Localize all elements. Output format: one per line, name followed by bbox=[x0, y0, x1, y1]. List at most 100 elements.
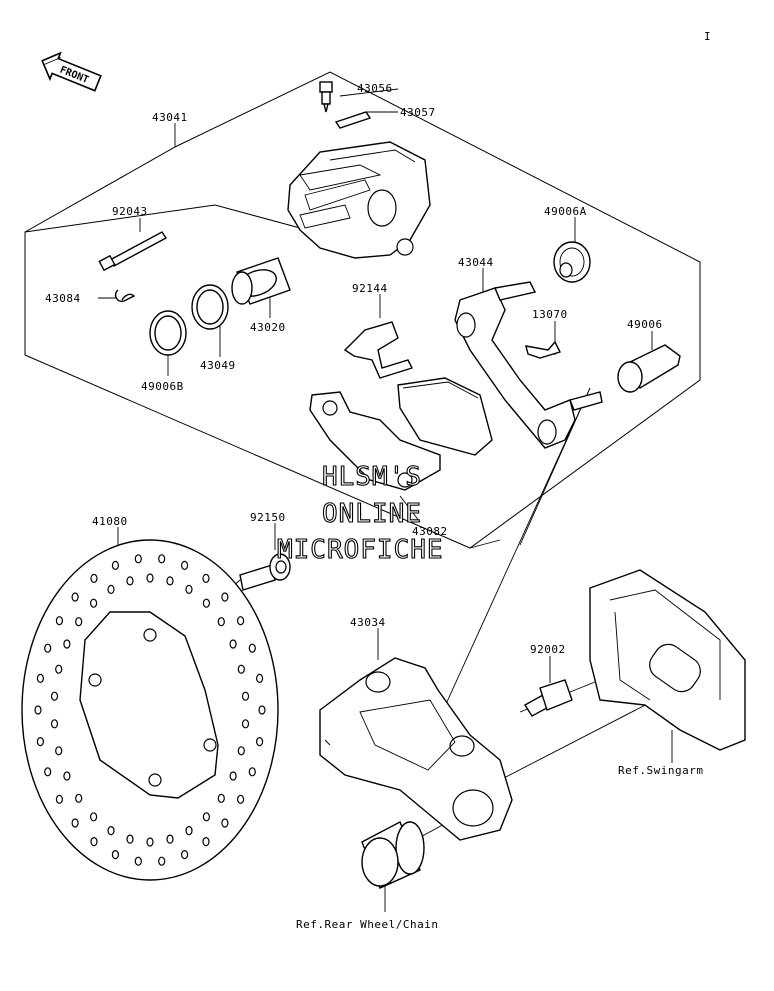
disc-drill-hole bbox=[126, 576, 134, 586]
pin-boot-part bbox=[617, 344, 681, 393]
caliper-bracket-part bbox=[454, 281, 603, 449]
disc-drill-hole bbox=[237, 794, 245, 804]
bracket-clip-part bbox=[525, 340, 561, 359]
ref-rear-wheel-label[interactable]: Ref.Rear Wheel/Chain bbox=[296, 918, 438, 931]
disc-drill-hole bbox=[55, 616, 64, 626]
disc-drill-hole bbox=[63, 771, 71, 781]
callout-49006A[interactable]: 49006A bbox=[544, 205, 587, 218]
disc-drill-hole bbox=[146, 573, 154, 583]
piston-part bbox=[231, 257, 291, 305]
callout-49006[interactable]: 49006 bbox=[627, 318, 663, 331]
bleeder-valve-part bbox=[319, 81, 333, 113]
disc-drill-hole bbox=[237, 746, 245, 756]
disc-drill-hole bbox=[258, 705, 266, 715]
disc-drill-hole bbox=[181, 560, 189, 571]
wheel-collar-part bbox=[361, 821, 425, 889]
brake-disc-part bbox=[21, 539, 279, 881]
disc-drill-hole bbox=[90, 836, 98, 847]
callout-13070[interactable]: 13070 bbox=[532, 308, 568, 321]
callout-49006B[interactable]: 49006B bbox=[141, 380, 184, 393]
callout-43034[interactable]: 43034 bbox=[350, 616, 386, 629]
disc-drill-hole bbox=[221, 818, 229, 828]
disc-drill-hole bbox=[71, 592, 79, 602]
disc-drill-hole bbox=[36, 673, 45, 684]
disc-drill-hole bbox=[202, 836, 210, 847]
disc-drill-hole bbox=[44, 767, 52, 777]
disc-drill-hole bbox=[89, 812, 98, 822]
disc-drill-holes bbox=[34, 554, 266, 866]
disc-drill-hole bbox=[217, 617, 225, 627]
caliper-carrier-part bbox=[319, 657, 513, 841]
carrier-bolt-part bbox=[524, 679, 573, 717]
disc-drill-hole bbox=[158, 856, 166, 866]
disc-drill-hole bbox=[185, 584, 193, 595]
watermark-line-3: MICROFICHE bbox=[277, 535, 444, 565]
disc-drill-hole bbox=[166, 834, 174, 844]
front-arrow-icon: FRONT bbox=[41, 51, 102, 92]
disc-drill-hole bbox=[75, 793, 83, 803]
disc-drill-hole bbox=[36, 736, 45, 747]
disc-drill-hole bbox=[229, 639, 237, 649]
callout-43056[interactable]: 43056 bbox=[357, 82, 393, 95]
disc-drill-hole bbox=[134, 554, 142, 564]
disc-drill-hole bbox=[111, 849, 120, 860]
callout-43041[interactable]: 43041 bbox=[152, 111, 188, 124]
disc-drill-hole bbox=[256, 736, 264, 747]
caliper-body-part bbox=[287, 141, 431, 259]
callout-92144[interactable]: 92144 bbox=[352, 282, 388, 295]
disc-drill-hole bbox=[55, 746, 63, 756]
dust-seal-part bbox=[149, 310, 187, 356]
callout-41080[interactable]: 41080 bbox=[92, 515, 128, 528]
watermark-line-1: HLSM'S bbox=[322, 462, 422, 492]
disc-drill-hole bbox=[217, 793, 225, 803]
piston-seal-part bbox=[191, 284, 229, 330]
disc-drill-hole bbox=[248, 643, 256, 653]
callout-labels: 43041 43056 43057 92043 43084 49006B 430… bbox=[45, 82, 703, 931]
disc-drill-hole bbox=[202, 812, 210, 822]
callout-43049[interactable]: 43049 bbox=[200, 359, 236, 372]
disc-drill-hole bbox=[55, 664, 63, 674]
callout-92043[interactable]: 92043 bbox=[112, 205, 148, 218]
callout-43044[interactable]: 43044 bbox=[458, 256, 494, 269]
callout-43082[interactable]: 43082 bbox=[412, 525, 448, 538]
brake-pads-part bbox=[309, 377, 493, 491]
disc-drill-hole bbox=[55, 794, 64, 804]
disc-drill-hole bbox=[237, 664, 245, 674]
disc-drill-hole bbox=[63, 639, 71, 649]
disc-bolt-part bbox=[239, 553, 291, 591]
watermark: HLSM'S ONLINE MICROFICHE bbox=[276, 461, 444, 565]
callout-92150[interactable]: 92150 bbox=[250, 511, 286, 524]
ref-swingarm-label[interactable]: Ref.Swingarm bbox=[618, 764, 703, 777]
callout-43084[interactable]: 43084 bbox=[45, 292, 81, 305]
disc-drill-hole bbox=[146, 837, 154, 847]
callout-92002[interactable]: 92002 bbox=[530, 643, 566, 656]
disc-drill-hole bbox=[71, 818, 79, 828]
disc-drill-hole bbox=[126, 834, 134, 844]
disc-drill-hole bbox=[256, 673, 264, 684]
watermark-line-2: ONLINE bbox=[322, 499, 422, 529]
disc-drill-hole bbox=[107, 825, 115, 836]
pad-spring-part bbox=[343, 321, 413, 379]
pin-boot-a-part bbox=[553, 241, 591, 283]
disc-drill-hole bbox=[111, 560, 120, 571]
disc-drill-hole bbox=[89, 598, 98, 608]
disc-drill-hole bbox=[229, 771, 237, 781]
bleeder-cap-part bbox=[334, 111, 372, 129]
swingarm-part bbox=[589, 569, 746, 751]
callout-43020[interactable]: 43020 bbox=[250, 321, 286, 334]
disc-drill-hole bbox=[34, 705, 42, 715]
caliper-assembly-frame bbox=[24, 71, 701, 549]
pin-clip-part bbox=[114, 289, 136, 302]
disc-drill-hole bbox=[107, 584, 115, 595]
disc-drill-hole bbox=[241, 691, 250, 701]
disc-drill-hole bbox=[202, 573, 210, 584]
disc-drill-hole bbox=[90, 573, 98, 584]
slide-pin-part bbox=[98, 231, 168, 272]
callout-43057[interactable]: 43057 bbox=[400, 106, 436, 119]
disc-drill-hole bbox=[202, 598, 210, 608]
disc-drill-hole bbox=[237, 616, 245, 626]
disc-drill-hole bbox=[181, 849, 189, 860]
disc-drill-hole bbox=[166, 576, 174, 586]
disc-drill-hole bbox=[248, 767, 256, 777]
